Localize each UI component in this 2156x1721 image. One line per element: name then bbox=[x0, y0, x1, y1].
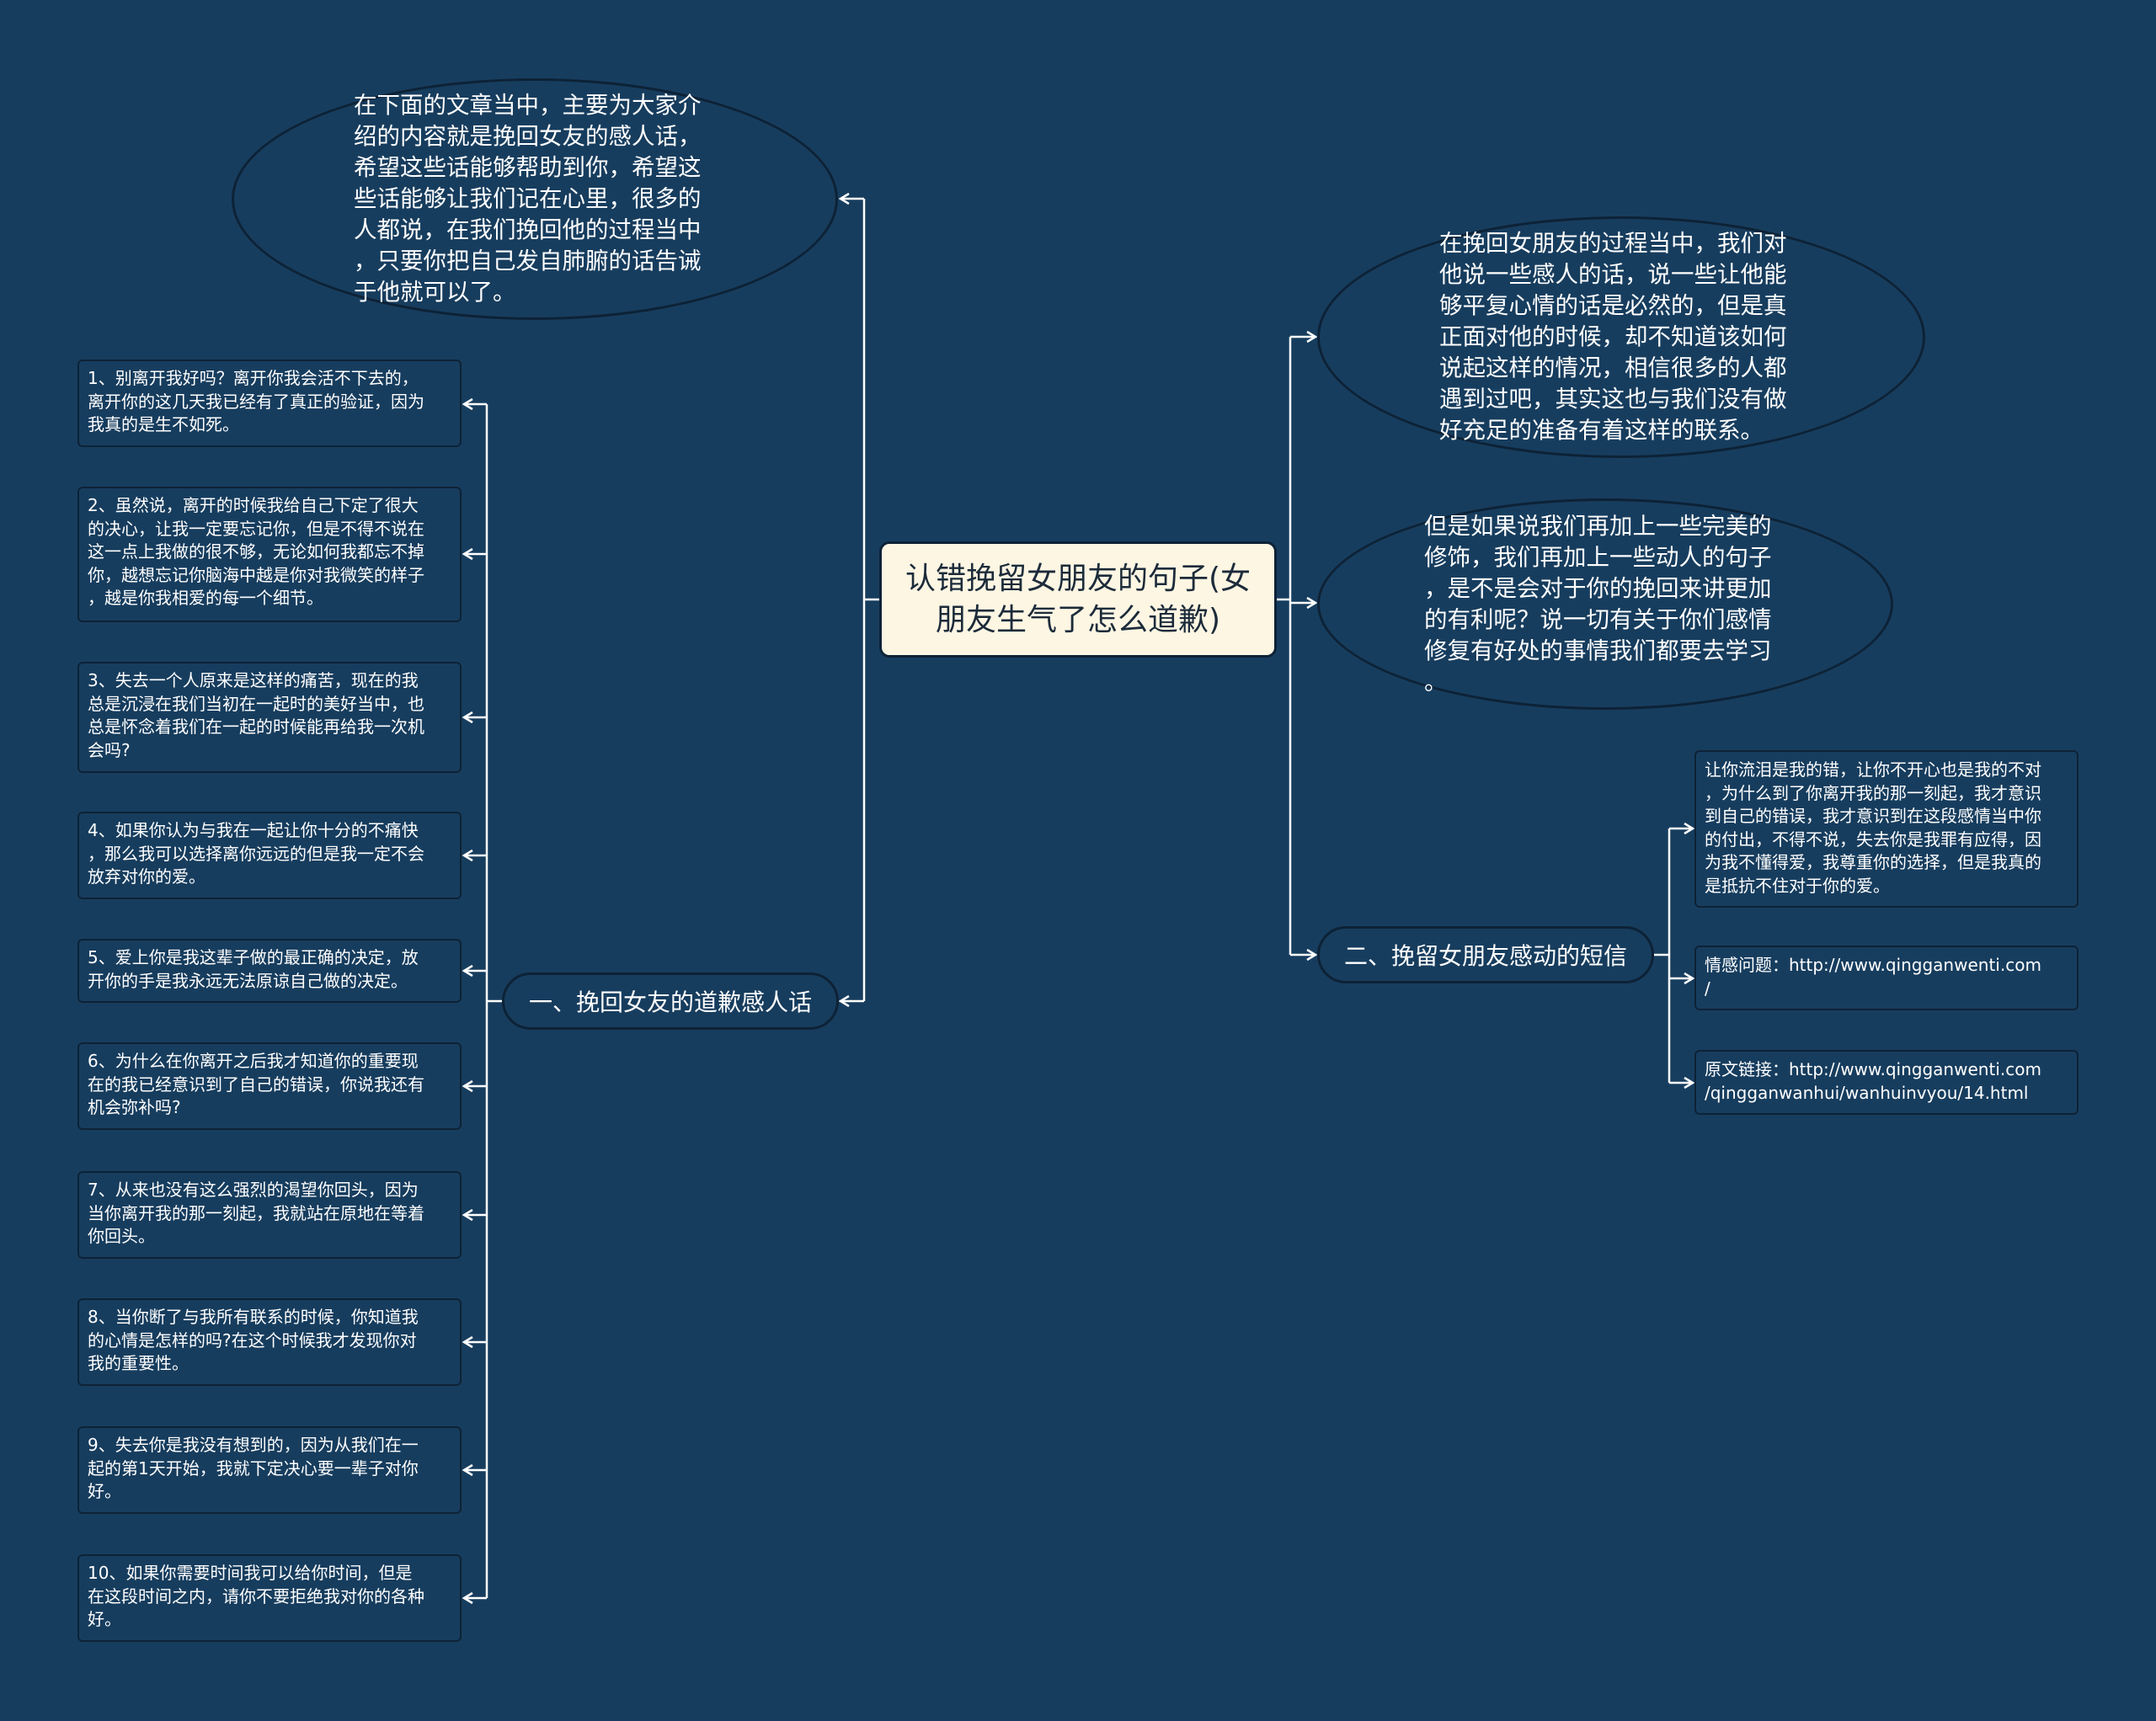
connector-arrow bbox=[462, 1463, 473, 1477]
connector-arrow bbox=[1306, 948, 1318, 962]
left-leaf-text: 4、如果你认为与我在一起让你十分的不痛快 ，那么我可以选择离你远远的但是我一定不… bbox=[88, 820, 424, 887]
left-leaf-7[interactable]: 7、从来也没有这么强烈的渴望你回头，因为 当你离开我的那一刻起，我就站在原地在等… bbox=[77, 1171, 462, 1259]
left-leaf-text: 8、当你断了与我所有联系的时候，你知道我 的心情是怎样的吗?在这个时候我才发现你… bbox=[88, 1307, 419, 1373]
connector-arrow bbox=[462, 849, 473, 862]
connector-arrow bbox=[462, 964, 473, 978]
connector-arrow bbox=[1684, 1076, 1695, 1090]
root-topic-label: 认错挽留女朋友的句子(女朋友生气了怎么道歉) bbox=[905, 562, 1251, 637]
left-leaf-1[interactable]: 1、别离开我好吗？离开你我会活不下去的， 离开你的这几天我已经有了真正的验证，因… bbox=[77, 360, 462, 447]
branch-right-topic[interactable]: 二、挽留女朋友感动的短信 bbox=[1317, 926, 1654, 983]
right-leaf-text: 原文链接：http://www.qingganwenti.com /qingga… bbox=[1705, 1059, 2041, 1103]
branch-left-label: 一、挽回女友的道歉感人话 bbox=[528, 988, 812, 1016]
connector-arrow bbox=[462, 1208, 473, 1222]
left-leaf-4[interactable]: 4、如果你认为与我在一起让你十分的不痛快 ，那么我可以选择离你远远的但是我一定不… bbox=[77, 812, 462, 899]
root-topic[interactable]: 认错挽留女朋友的句子(女朋友生气了怎么道歉) bbox=[879, 541, 1277, 658]
connector-arrow bbox=[462, 547, 473, 561]
left-leaf-6[interactable]: 6、为什么在你离开之后我才知道你的重要现 在的我已经意识到了自己的错误，你说我还… bbox=[77, 1042, 462, 1130]
left-leaf-5[interactable]: 5、爱上你是我这辈子做的最正确的决定，放 开你的手是我永远无法原谅自己做的决定。 bbox=[77, 939, 462, 1003]
intro-bubble-right-middle[interactable]: 但是如果说我们再加上一些完美的 修饰，我们再加上一些动人的句子 ，是不是会对于你… bbox=[1317, 498, 1893, 710]
right-leaf-text: 让你流泪是我的错，让你不开心也是我的不对 ，为什么到了你离开我的那一刻起，我才意… bbox=[1705, 759, 2041, 896]
left-leaf-text: 5、爱上你是我这辈子做的最正确的决定，放 开你的手是我永远无法原谅自己做的决定。 bbox=[88, 947, 419, 991]
connector-arrow bbox=[462, 1079, 473, 1093]
right-leaf-1[interactable]: 让你流泪是我的错，让你不开心也是我的不对 ，为什么到了你离开我的那一刻起，我才意… bbox=[1694, 750, 2079, 908]
left-leaf-text: 7、从来也没有这么强烈的渴望你回头，因为 当你离开我的那一刻起，我就站在原地在等… bbox=[88, 1180, 424, 1246]
intro-bubble-left[interactable]: 在下面的文章当中，主要为大家介 绍的内容就是挽回女友的感人话， 希望这些话能够帮… bbox=[232, 78, 838, 320]
left-leaf-text: 10、如果你需要时间我可以给你时间，但是 在这段时间之内，请你不要拒绝我对你的各… bbox=[88, 1563, 424, 1629]
intro-right-top-text: 在挽回女朋友的过程当中，我们对 他说一些感人的话，说一些让他能 够平复心情的话是… bbox=[1439, 230, 1787, 444]
branch-right-label: 二、挽留女朋友感动的短信 bbox=[1343, 942, 1627, 970]
connector-arrow bbox=[462, 1591, 473, 1605]
connector-arrow bbox=[1306, 596, 1318, 610]
intro-right-middle-text: 但是如果说我们再加上一些完美的 修饰，我们再加上一些动人的句子 ，是不是会对于你… bbox=[1424, 512, 1772, 695]
right-leaf-2[interactable]: 情感问题：http://www.qingganwenti.com / bbox=[1694, 946, 2079, 1010]
connector-arrow bbox=[462, 711, 473, 724]
left-leaf-text: 1、别离开我好吗？离开你我会活不下去的， 离开你的这几天我已经有了真正的验证，因… bbox=[88, 368, 424, 434]
connector-arrow bbox=[838, 192, 850, 205]
left-leaf-10[interactable]: 10、如果你需要时间我可以给你时间，但是 在这段时间之内，请你不要拒绝我对你的各… bbox=[77, 1554, 462, 1642]
connector-arrow bbox=[838, 994, 850, 1008]
connector-arrow bbox=[1306, 330, 1318, 344]
left-leaf-text: 3、失去一个人原来是这样的痛苦，现在的我 总是沉浸在我们当初在一起时的美好当中，… bbox=[88, 670, 424, 760]
left-leaf-2[interactable]: 2、虽然说，离开的时候我给自己下定了很大 的决心，让我一定要忘记你，但是不得不说… bbox=[77, 487, 462, 622]
connector-arrow bbox=[462, 1335, 473, 1349]
branch-left-topic[interactable]: 一、挽回女友的道歉感人话 bbox=[502, 972, 839, 1030]
right-leaf-text: 情感问题：http://www.qingganwenti.com / bbox=[1705, 955, 2041, 999]
connector-arrow bbox=[1684, 822, 1695, 835]
intro-left-text: 在下面的文章当中，主要为大家介 绍的内容就是挽回女友的感人话， 希望这些话能够帮… bbox=[354, 92, 702, 306]
left-leaf-8[interactable]: 8、当你断了与我所有联系的时候，你知道我 的心情是怎样的吗?在这个时候我才发现你… bbox=[77, 1298, 462, 1386]
intro-bubble-right-top[interactable]: 在挽回女朋友的过程当中，我们对 他说一些感人的话，说一些让他能 够平复心情的话是… bbox=[1317, 216, 1925, 458]
left-leaf-9[interactable]: 9、失去你是我没有想到的，因为从我们在一 起的第1天开始，我就下定决心要一辈子对… bbox=[77, 1426, 462, 1514]
connector-arrow bbox=[462, 397, 473, 411]
left-leaf-text: 9、失去你是我没有想到的，因为从我们在一 起的第1天开始，我就下定决心要一辈子对… bbox=[88, 1435, 419, 1501]
left-leaf-text: 2、虽然说，离开的时候我给自己下定了很大 的决心，让我一定要忘记你，但是不得不说… bbox=[88, 495, 424, 608]
left-leaf-text: 6、为什么在你离开之后我才知道你的重要现 在的我已经意识到了自己的错误，你说我还… bbox=[88, 1051, 424, 1117]
right-leaf-3[interactable]: 原文链接：http://www.qingganwenti.com /qingga… bbox=[1694, 1050, 2079, 1115]
connector-arrow bbox=[1684, 972, 1695, 985]
left-leaf-3[interactable]: 3、失去一个人原来是这样的痛苦，现在的我 总是沉浸在我们当初在一起时的美好当中，… bbox=[77, 662, 462, 773]
